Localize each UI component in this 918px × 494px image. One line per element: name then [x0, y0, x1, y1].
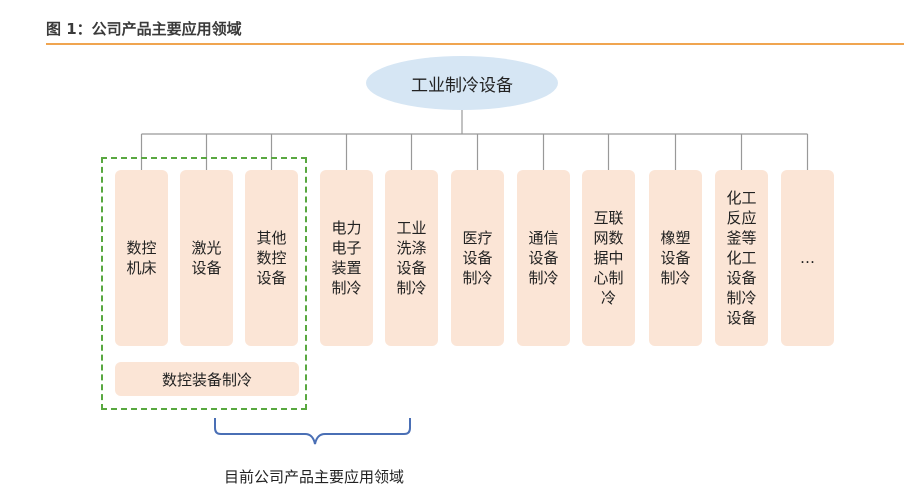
application-box: 其他 数控 设备: [245, 170, 298, 346]
application-box: 橡塑 设备 制冷: [649, 170, 702, 346]
application-box: 医疗 设备 制冷: [451, 170, 504, 346]
application-label: 通信 设备 制冷: [528, 229, 559, 287]
application-label: 橡塑 设备 制冷: [660, 229, 691, 287]
application-label: 其他 数控 设备: [256, 229, 287, 287]
application-box: 数控 机床: [115, 170, 168, 346]
root-node: 工业制冷设备: [366, 56, 558, 110]
application-box: 工业 洗涤 设备 制冷: [385, 170, 438, 346]
cnc-group-label: 数控装备制冷: [161, 370, 252, 389]
application-label: 工业 洗涤 设备 制冷: [396, 219, 427, 297]
title-divider: [46, 43, 904, 45]
application-label: 化工 反应 釜等 化工 设备 制冷 设备: [726, 189, 757, 327]
application-label: 医疗 设备 制冷: [462, 229, 493, 287]
scope-label: 目前公司产品主要应用领域: [223, 468, 404, 486]
application-box: 互联 网数 据中 心制 冷: [582, 170, 635, 346]
cnc-group-dashed-outline: [101, 157, 307, 410]
cnc-group-box: 数控装备制冷: [115, 362, 299, 396]
application-label: 激光 设备: [191, 239, 222, 277]
application-box: 通信 设备 制冷: [517, 170, 570, 346]
application-label: 数控 机床: [126, 239, 157, 277]
application-label: …: [800, 249, 815, 267]
application-box: 化工 反应 釜等 化工 设备 制冷 设备: [715, 170, 768, 346]
application-box: …: [781, 170, 834, 346]
application-label: 互联 网数 据中 心制 冷: [593, 209, 624, 307]
figure-title: 图 1：公司产品主要应用领域: [46, 20, 242, 38]
scope-brace: [214, 418, 411, 445]
root-label: 工业制冷设备: [411, 75, 513, 96]
application-box: 电力 电子 装置 制冷: [320, 170, 373, 346]
application-box: 激光 设备: [180, 170, 233, 346]
application-label: 电力 电子 装置 制冷: [331, 219, 362, 297]
